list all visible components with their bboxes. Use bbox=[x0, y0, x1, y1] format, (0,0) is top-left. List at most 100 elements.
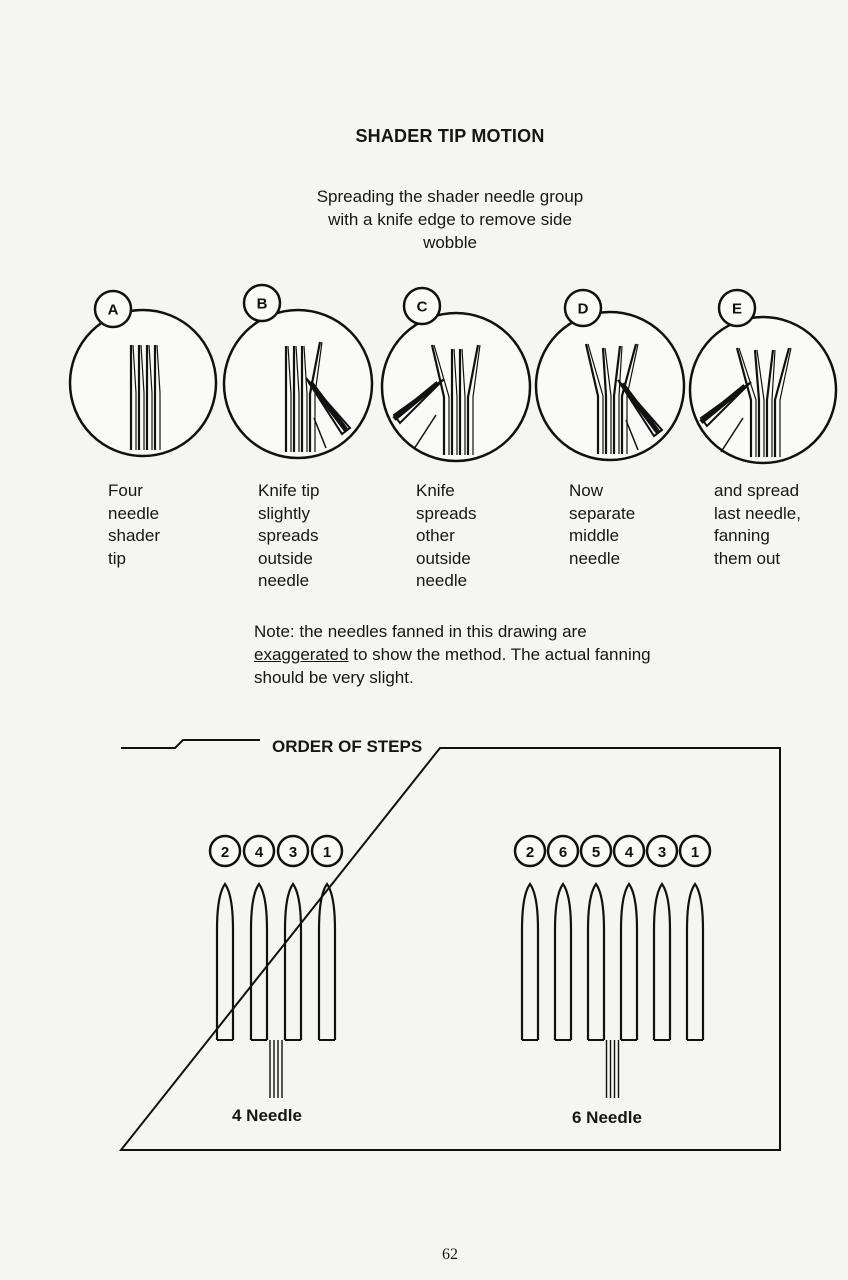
step-letter: E bbox=[732, 301, 742, 318]
caption-c: Knife spreads other outside needle bbox=[416, 481, 477, 590]
needle bbox=[612, 345, 622, 454]
needle bbox=[753, 349, 761, 457]
order-number: 4 bbox=[255, 844, 264, 861]
needle-edge bbox=[314, 341, 323, 452]
step-label-bubble: E bbox=[717, 288, 757, 328]
order-number: 5 bbox=[592, 844, 600, 861]
order-needle bbox=[283, 882, 303, 1040]
caption-e: and spread last needle, fanning them out bbox=[714, 481, 801, 568]
needle-edge bbox=[779, 347, 792, 457]
four-needle-group: 2 4 3 1 bbox=[208, 834, 344, 1098]
step-letter: B bbox=[257, 296, 268, 313]
step-letter: A bbox=[108, 302, 119, 319]
needle-group bbox=[430, 344, 481, 455]
knife-blade bbox=[392, 378, 445, 450]
order-number: 1 bbox=[323, 844, 331, 861]
step-diagram-d: D bbox=[534, 288, 686, 462]
needle bbox=[308, 341, 322, 452]
order-needle bbox=[249, 882, 269, 1040]
needle-edge bbox=[626, 343, 639, 454]
order-number-bubble: 3 bbox=[276, 834, 310, 868]
step-letter: C bbox=[417, 299, 428, 316]
needle-edge bbox=[453, 348, 458, 455]
order-number: 1 bbox=[691, 844, 699, 861]
order-number-bubble: 4 bbox=[242, 834, 276, 868]
needle-edge bbox=[604, 347, 612, 454]
needle-edge bbox=[756, 349, 765, 457]
order-number-bubble: 3 bbox=[645, 834, 679, 868]
knife-blade bbox=[305, 377, 352, 449]
six-needle-label: 6 Needle bbox=[572, 1108, 642, 1127]
needle-shafts bbox=[269, 1040, 283, 1098]
note-text: Note: the needles fanned in this drawing… bbox=[254, 620, 654, 689]
needle-edge bbox=[148, 344, 153, 450]
order-needle bbox=[553, 882, 573, 1040]
order-number-bubble: 6 bbox=[546, 834, 580, 868]
note-after: to show the method. The actual fanning s… bbox=[254, 645, 651, 687]
step-diagram-b: B bbox=[222, 283, 374, 460]
needle-group bbox=[129, 344, 161, 450]
step-diagram-c: C bbox=[380, 286, 532, 463]
note-before: Note: the needles fanned in this drawing… bbox=[254, 622, 587, 641]
order-needle bbox=[215, 882, 235, 1040]
step-label-bubble: B bbox=[242, 283, 282, 323]
order-number: 2 bbox=[526, 844, 534, 861]
order-needle bbox=[520, 882, 540, 1040]
order-number-bubble: 1 bbox=[678, 834, 712, 868]
caption-a: Four needle shader tip bbox=[108, 481, 160, 568]
order-needle bbox=[586, 882, 606, 1040]
order-number: 4 bbox=[625, 844, 634, 861]
needle-edge bbox=[587, 343, 604, 454]
needle bbox=[735, 347, 753, 457]
step-diagram-e: E bbox=[688, 288, 838, 465]
order-of-steps-title: ORDER OF STEPS bbox=[272, 737, 423, 756]
page-title: SHADER TIP MOTION bbox=[355, 126, 545, 146]
knife-blade bbox=[617, 379, 664, 451]
caption-b: Knife tip slightly spreads outside needl… bbox=[258, 481, 320, 590]
needle-group bbox=[284, 341, 323, 452]
order-number-bubble: 1 bbox=[310, 834, 344, 868]
needle bbox=[601, 347, 608, 454]
caption-d: Now separate middle needle bbox=[569, 481, 636, 568]
order-number: 3 bbox=[289, 844, 297, 861]
step-label-bubble: A bbox=[93, 289, 133, 329]
needle-edge bbox=[618, 345, 623, 454]
order-needle bbox=[619, 882, 639, 1040]
subtitle: Spreading the shader needle group with a… bbox=[316, 187, 584, 252]
order-number-bubble: 2 bbox=[513, 834, 547, 868]
needle-edge bbox=[140, 344, 145, 450]
order-needle bbox=[652, 882, 672, 1040]
needle bbox=[430, 344, 446, 455]
needle-edge bbox=[156, 344, 161, 450]
needle-edge bbox=[461, 348, 466, 455]
step-diagrams: A B C D E bbox=[68, 283, 838, 465]
needle-shafts bbox=[605, 1040, 620, 1098]
step-diagram-a: A bbox=[68, 289, 218, 458]
needle-edge bbox=[433, 344, 450, 455]
step-label-bubble: D bbox=[563, 288, 603, 328]
order-number: 2 bbox=[221, 844, 229, 861]
needle-edge bbox=[738, 347, 757, 457]
needle bbox=[765, 349, 775, 457]
knife-blade bbox=[699, 381, 752, 453]
needle bbox=[620, 343, 638, 454]
order-number: 3 bbox=[658, 844, 666, 861]
order-of-steps-frame bbox=[118, 739, 781, 1151]
needle-edge bbox=[472, 344, 481, 455]
four-needle-label: 4 Needle bbox=[232, 1106, 302, 1125]
needle-edge bbox=[295, 345, 300, 452]
step-label-bubble: C bbox=[402, 286, 442, 326]
step-letter: D bbox=[578, 301, 589, 318]
page-number: 62 bbox=[442, 1246, 458, 1263]
order-number-bubble: 2 bbox=[208, 834, 242, 868]
needle bbox=[773, 347, 791, 457]
order-needle bbox=[685, 882, 705, 1040]
needle-edge bbox=[303, 345, 308, 452]
needle bbox=[466, 344, 480, 455]
needle-edge bbox=[771, 349, 776, 457]
needle-edge bbox=[132, 344, 137, 450]
needle-group bbox=[584, 343, 639, 454]
